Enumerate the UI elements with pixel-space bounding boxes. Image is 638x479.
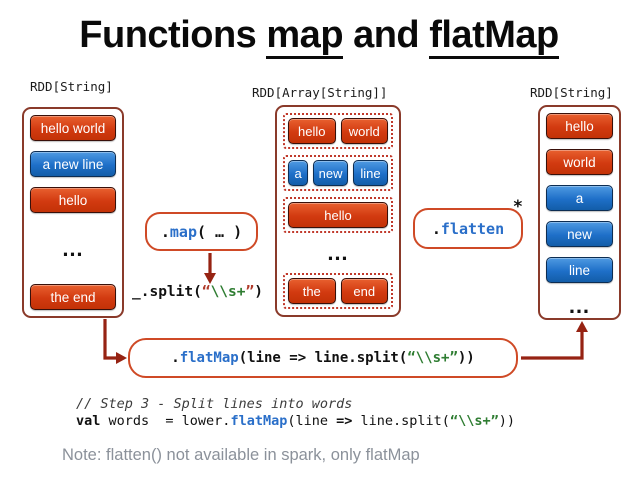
rdd-cell: hello: [546, 113, 613, 139]
code-seg4: )): [498, 413, 515, 429]
note-text: Note: flatten() not available in spark, …: [62, 446, 420, 464]
code-arrow-token: =>: [336, 413, 353, 429]
rdd-cell: line: [353, 160, 388, 186]
code-val-keyword: val: [76, 413, 101, 429]
split-post: ): [254, 284, 263, 300]
ellipsis: …: [61, 235, 85, 261]
code-comment: // Step 3 - Split lines into words: [76, 396, 353, 412]
flatten-dot: .: [431, 219, 441, 238]
page-title: Functions map and flatMap: [0, 14, 638, 59]
split-close-quote: ”: [245, 284, 255, 300]
ellipsis: …: [568, 293, 591, 318]
map-operator-box: .map( … ): [145, 212, 258, 251]
arrow-flatmap-to-right: [521, 331, 584, 360]
flatmap-dot: .: [171, 350, 180, 366]
flatten-asterisk: *: [512, 197, 523, 217]
code-seg3: line.split(: [352, 413, 450, 429]
flatten-name: flatten: [440, 219, 505, 238]
flatten-operator-box: .flatten *: [413, 197, 523, 249]
map-dot: .: [160, 222, 170, 241]
arrow-left-to-flatmap: [103, 319, 116, 360]
rdd-cell: hello: [30, 187, 116, 213]
title-flatmap-underlined: flatMap: [429, 14, 559, 59]
split-pre: _.split(: [132, 284, 202, 300]
arrowhead-left-to-flatmap: [116, 352, 127, 364]
rdd-cell: end: [340, 278, 388, 304]
flatmap-pre: (line => line.split(: [238, 350, 408, 366]
flatmap-post: )): [457, 350, 475, 366]
title-part2: and: [343, 14, 430, 56]
left-rdd-container: hello world a new line hello … the end: [22, 107, 124, 318]
rdd-cell: hello: [288, 202, 388, 228]
right-rdd-container: hello world a new line …: [538, 105, 621, 320]
code-seg2: (line: [287, 413, 337, 429]
rdd-cell: a: [546, 185, 613, 211]
split-expression: _.split(“\\s+”): [132, 284, 263, 300]
rdd-cell: new: [313, 160, 349, 186]
map-name: map: [169, 222, 197, 241]
split-open-quote: “: [201, 284, 211, 300]
rdd-cell: a new line: [30, 151, 116, 177]
title-map-underlined: map: [266, 14, 344, 59]
rdd-cell: hello: [288, 118, 336, 144]
rdd-cell: the: [288, 278, 336, 304]
array-group: hello: [283, 197, 393, 233]
rdd-cell: world: [340, 118, 388, 144]
code-string-literal: “\\s+”: [449, 413, 499, 429]
flatmap-string: “\\s+”: [407, 350, 458, 366]
code-seg1: words = lower.: [100, 413, 231, 429]
left-column-header: RDD[String]: [30, 79, 113, 94]
rdd-cell: the end: [30, 284, 116, 310]
rdd-cell: line: [546, 257, 613, 283]
right-column-header: RDD[String]: [530, 85, 613, 100]
rdd-cell: hello world: [30, 115, 116, 141]
map-args: ( … ): [196, 222, 243, 241]
rdd-cell: world: [546, 149, 613, 175]
rdd-cell: new: [546, 221, 613, 247]
middle-column-header: RDD[Array[String]]: [252, 85, 388, 100]
title-part1: Functions: [79, 14, 267, 56]
flatmap-name: flatMap: [179, 350, 239, 366]
flatmap-operator-box: .flatMap(line => line.split(“\\s+”)): [128, 338, 518, 378]
arrowhead-flatmap-to-right: [576, 321, 588, 332]
code-flatmap-call: flatMap: [230, 413, 288, 429]
split-pattern: \\s+: [210, 284, 246, 300]
rdd-cell: a: [288, 160, 309, 186]
arrowhead-map-to-split: [204, 273, 216, 284]
ellipsis: …: [326, 240, 350, 265]
code-line: val words = lower.flatMap(line => line.s…: [76, 413, 515, 429]
